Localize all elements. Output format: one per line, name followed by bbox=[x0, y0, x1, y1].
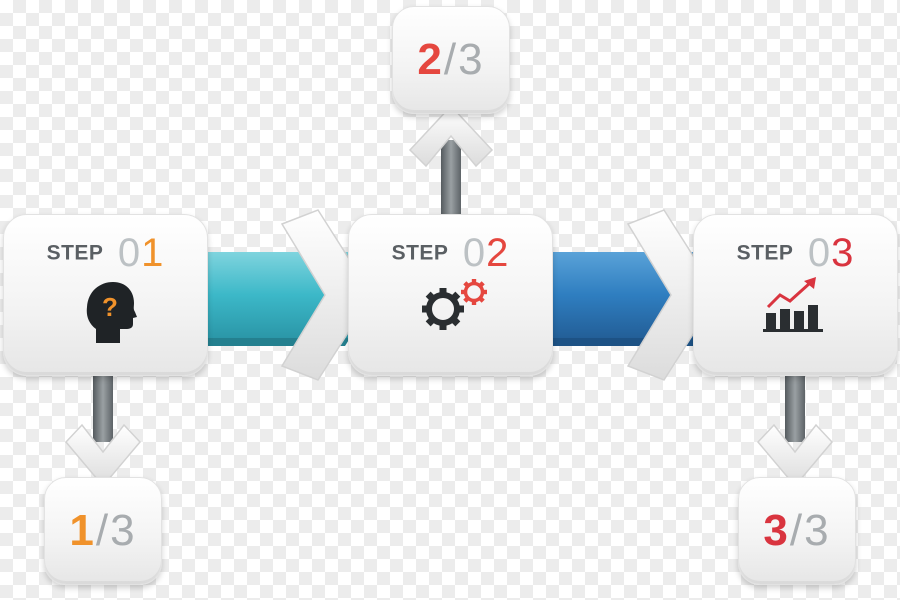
fraction-numerator: 1 bbox=[69, 506, 96, 555]
fraction-denominator: 3 bbox=[458, 35, 485, 84]
fraction-slash: / bbox=[95, 506, 111, 555]
step-number-prefix: 0 bbox=[462, 231, 487, 275]
chevron-right-icon bbox=[626, 209, 719, 381]
step-number-digit: 3 bbox=[831, 231, 855, 275]
step-number-prefix: 0 bbox=[117, 231, 142, 275]
step-title-01: STEP 01 bbox=[4, 231, 207, 276]
chevron-right-icon bbox=[280, 209, 373, 381]
step-number: 01 bbox=[118, 231, 165, 275]
fraction-slash: / bbox=[789, 506, 805, 555]
fraction-slash: / bbox=[443, 35, 459, 84]
step-number-prefix: 0 bbox=[807, 231, 832, 275]
step-number: 02 bbox=[463, 231, 510, 275]
step-card-03: STEP 03 bbox=[693, 214, 898, 376]
step-label: STEP bbox=[391, 241, 449, 265]
progress-fraction: 2/3 bbox=[393, 35, 509, 85]
stem-step3-down bbox=[785, 372, 805, 442]
fraction-numerator: 2 bbox=[417, 35, 444, 84]
progress-fraction: 1/3 bbox=[45, 506, 161, 556]
stem-step1-down bbox=[93, 372, 113, 442]
fraction-numerator: 3 bbox=[763, 506, 790, 555]
growth-chart-icon bbox=[763, 277, 823, 332]
progress-card-2: 2/3 bbox=[392, 6, 510, 114]
progress-fraction: 3/3 bbox=[739, 506, 855, 556]
fraction-denominator: 3 bbox=[804, 506, 831, 555]
step-number-digit: 1 bbox=[141, 231, 165, 275]
head-question-icon: ? bbox=[86, 282, 137, 343]
svg-text:?: ? bbox=[102, 292, 118, 322]
progress-card-3: 3/3 bbox=[738, 477, 856, 585]
stem-step2-up bbox=[441, 140, 461, 218]
step-card-01: STEP 01 ? bbox=[3, 214, 208, 376]
step-card-02: STEP 02 bbox=[348, 214, 553, 376]
step-label: STEP bbox=[736, 241, 794, 265]
fraction-denominator: 3 bbox=[110, 506, 137, 555]
step-title-03: STEP 03 bbox=[694, 231, 897, 276]
progress-card-1: 1/3 bbox=[44, 477, 162, 585]
step-number-digit: 2 bbox=[486, 231, 510, 275]
step-label: STEP bbox=[46, 241, 104, 265]
step-number: 03 bbox=[808, 231, 855, 275]
gears-icon bbox=[422, 279, 487, 330]
step-title-02: STEP 02 bbox=[349, 231, 552, 276]
